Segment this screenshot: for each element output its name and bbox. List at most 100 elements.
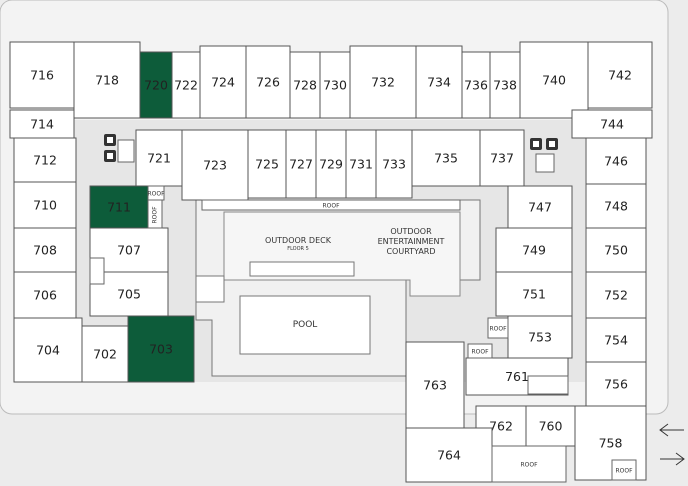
unit-shape[interactable]	[587, 41, 653, 109]
unit-shape[interactable]	[13, 227, 77, 273]
unit-shape[interactable]	[127, 315, 195, 383]
unit-744[interactable]: 744	[571, 109, 653, 139]
unit-738[interactable]: 738	[489, 51, 521, 119]
unit-754[interactable]: 754	[585, 317, 647, 363]
unit-730[interactable]: 730	[319, 51, 351, 119]
unit-732[interactable]: 732	[349, 45, 417, 119]
unit-737[interactable]: 737	[479, 129, 525, 187]
unit-748[interactable]: 748	[585, 183, 647, 229]
unit-721[interactable]: 721	[135, 129, 183, 187]
unit-763[interactable]: 763	[405, 341, 465, 429]
unit-shape[interactable]	[13, 317, 83, 383]
unit-label: 756	[604, 377, 628, 392]
unit-725[interactable]: 725	[247, 129, 287, 199]
unit-shape[interactable]	[489, 51, 521, 119]
unit-749[interactable]: 749	[495, 227, 573, 273]
unit-703[interactable]: 703	[127, 315, 195, 383]
unit-704[interactable]: 704	[13, 317, 83, 383]
unit-747[interactable]: 747	[507, 185, 573, 229]
unit-shape[interactable]	[585, 317, 647, 363]
unit-760[interactable]: 760	[525, 405, 576, 447]
unit-733[interactable]: 733	[375, 129, 413, 199]
unit-731[interactable]: 731	[345, 129, 377, 199]
unit-shape[interactable]	[405, 427, 493, 483]
unit-label: 703	[149, 342, 173, 357]
courtyard-label-3: COURTYARD	[386, 247, 435, 256]
unit-shape[interactable]	[13, 271, 77, 319]
unit-shape[interactable]	[245, 45, 291, 119]
unit-706[interactable]: 706	[13, 271, 77, 319]
unit-shape[interactable]	[525, 405, 576, 447]
unit-shape[interactable]	[571, 109, 653, 139]
unit-shape[interactable]	[319, 51, 351, 119]
unit-756[interactable]: 756	[585, 361, 647, 407]
unit-723[interactable]: 723	[181, 129, 249, 201]
unit-718[interactable]: 718	[73, 41, 141, 119]
unit-shape[interactable]	[461, 51, 491, 119]
unit-735[interactable]: 735	[411, 129, 481, 187]
unit-shape[interactable]	[405, 341, 465, 429]
unit-724[interactable]: 724	[199, 45, 247, 119]
unit-720[interactable]: 720	[139, 51, 173, 119]
unit-shape[interactable]	[585, 183, 647, 229]
unit-746[interactable]: 746	[585, 137, 647, 185]
arrow-right-icon	[660, 452, 685, 466]
unit-label: 747	[528, 200, 552, 215]
roof-area	[491, 445, 567, 483]
unit-shape[interactable]	[285, 129, 317, 199]
unit-716[interactable]: 716	[9, 41, 75, 109]
unit-label: 752	[604, 288, 628, 303]
unit-shape[interactable]	[495, 271, 573, 317]
unit-728[interactable]: 728	[289, 51, 321, 119]
unit-shape[interactable]	[479, 129, 525, 187]
unit-734[interactable]: 734	[415, 45, 463, 119]
unit-shape[interactable]	[289, 51, 321, 119]
unit-label: 730	[323, 78, 347, 93]
unit-shape[interactable]	[349, 45, 417, 119]
unit-shape[interactable]	[73, 41, 141, 119]
unit-shape[interactable]	[495, 227, 573, 273]
unit-702[interactable]: 702	[81, 325, 129, 383]
unit-752[interactable]: 752	[585, 271, 647, 319]
unit-753[interactable]: 753	[507, 315, 573, 359]
unit-714[interactable]: 714	[9, 109, 75, 139]
unit-shape[interactable]	[585, 137, 647, 185]
unit-740[interactable]: 740	[519, 41, 589, 119]
unit-shape[interactable]	[585, 227, 647, 273]
unit-751[interactable]: 751	[495, 271, 573, 317]
unit-710[interactable]: 710	[13, 181, 77, 229]
unit-727[interactable]: 727	[285, 129, 317, 199]
unit-shape[interactable]	[415, 45, 463, 119]
unit-shape[interactable]	[13, 137, 77, 183]
unit-shape[interactable]	[139, 51, 173, 119]
unit-shape[interactable]	[315, 129, 347, 199]
unit-726[interactable]: 726	[245, 45, 291, 119]
unit-708[interactable]: 708	[13, 227, 77, 273]
unit-736[interactable]: 736	[461, 51, 491, 119]
unit-750[interactable]: 750	[585, 227, 647, 273]
unit-label: 762	[489, 419, 513, 434]
unit-shape[interactable]	[9, 41, 75, 109]
unit-label: 753	[528, 330, 552, 345]
unit-742[interactable]: 742	[587, 41, 653, 109]
unit-label: 728	[293, 78, 317, 93]
unit-764[interactable]: 764	[405, 427, 493, 483]
unit-shape[interactable]	[411, 129, 481, 187]
unit-label: 716	[30, 68, 54, 83]
unit-711[interactable]: 711	[89, 185, 149, 229]
unit-shape[interactable]	[585, 271, 647, 319]
arrow-left-icon	[659, 423, 684, 437]
unit-shape[interactable]	[81, 325, 129, 383]
unit-729[interactable]: 729	[315, 129, 347, 199]
unit-shape[interactable]	[507, 185, 573, 229]
unit-shape[interactable]	[199, 45, 247, 119]
unit-shape[interactable]	[247, 129, 287, 199]
unit-shape[interactable]	[507, 315, 573, 359]
unit-label: 722	[174, 78, 198, 93]
unit-shape[interactable]	[375, 129, 413, 199]
unit-shape[interactable]	[585, 361, 647, 407]
unit-shape[interactable]	[181, 129, 249, 201]
unit-712[interactable]: 712	[13, 137, 77, 183]
unit-shape[interactable]	[345, 129, 377, 199]
unit-722[interactable]: 722	[171, 51, 201, 119]
